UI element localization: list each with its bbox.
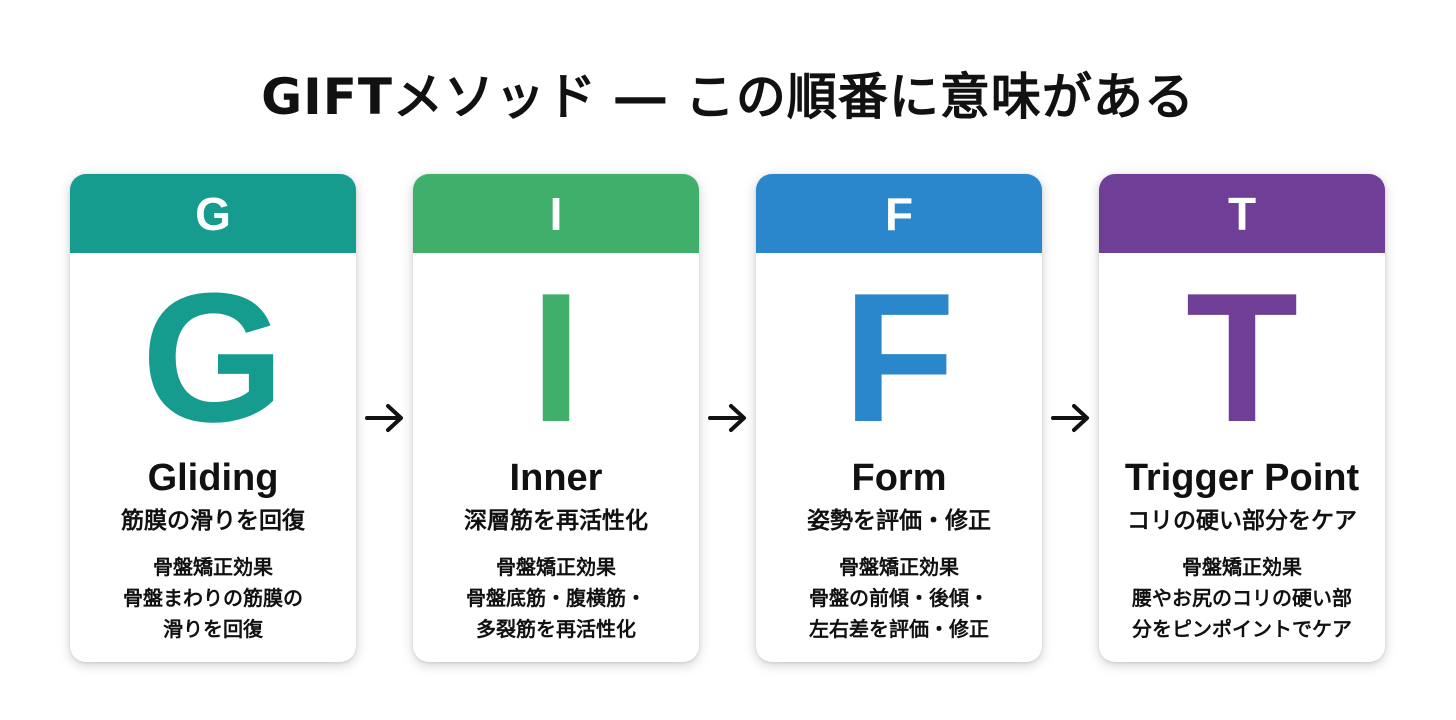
arrow-right-icon <box>365 404 403 432</box>
card-trigger-point: T T Trigger Point コリの硬い部分をケア 骨盤矯正効果 腰やお尻… <box>1099 174 1385 662</box>
card-term: Gliding <box>147 457 279 499</box>
effect-line: 骨盤底筋・腹横筋・ <box>466 586 646 610</box>
card-big-letter: T <box>1185 254 1299 460</box>
effect-line: 分をピンポイントでケア <box>1132 617 1352 641</box>
card-term: Trigger Point <box>1124 457 1360 499</box>
card-term: Form <box>851 457 947 499</box>
card-effect: 骨盤矯正効果 骨盤底筋・腹横筋・ 多裂筋を再活性化 <box>413 552 699 645</box>
effect-line: 滑りを回復 <box>163 617 263 641</box>
effect-line: 多裂筋を再活性化 <box>476 617 636 641</box>
effect-line: 骨盤矯正効果 <box>496 555 616 579</box>
effect-line: 腰やお尻のコリの硬い部 <box>1132 586 1352 610</box>
card-effect: 骨盤矯正効果 骨盤まわりの筋膜の 滑りを回復 <box>70 552 356 645</box>
card-header: T <box>1099 174 1385 253</box>
card-subtitle: 深層筋を再活性化 <box>464 508 648 534</box>
card-effect: 骨盤矯正効果 骨盤の前傾・後傾・ 左右差を評価・修正 <box>756 552 1042 645</box>
arrow-right-icon <box>708 404 746 432</box>
effect-line: 左右差を評価・修正 <box>809 617 989 641</box>
card-header: G <box>70 174 356 253</box>
arrow-right-icon <box>1051 404 1089 432</box>
card-effect: 骨盤矯正効果 腰やお尻のコリの硬い部 分をピンポイントでケア <box>1099 552 1385 645</box>
card-big-letter: I <box>530 254 582 460</box>
card-inner: I I Inner 深層筋を再活性化 骨盤矯正効果 骨盤底筋・腹横筋・ 多裂筋を… <box>413 174 699 662</box>
effect-line: 骨盤まわりの筋膜の <box>123 586 303 610</box>
card-header: F <box>756 174 1042 253</box>
page-title: GIFTメソッド ― この順番に意味がある <box>261 68 1195 126</box>
card-header: I <box>413 174 699 253</box>
effect-line: 骨盤矯正効果 <box>839 555 959 579</box>
card-gliding: G G Gliding 筋膜の滑りを回復 骨盤矯正効果 骨盤まわりの筋膜の 滑り… <box>70 174 356 662</box>
card-term: Inner <box>509 457 603 499</box>
effect-line: 骨盤矯正効果 <box>153 555 273 579</box>
card-form: F F Form 姿勢を評価・修正 骨盤矯正効果 骨盤の前傾・後傾・ 左右差を評… <box>756 174 1042 662</box>
effect-line: 骨盤の前傾・後傾・ <box>809 586 989 610</box>
card-subtitle: コリの硬い部分をケア <box>1127 508 1357 534</box>
card-big-letter: F <box>842 254 956 460</box>
card-big-letter: G <box>141 254 285 460</box>
card-subtitle: 姿勢を評価・修正 <box>807 508 991 534</box>
card-subtitle: 筋膜の滑りを回復 <box>121 508 305 534</box>
effect-line: 骨盤矯正効果 <box>1182 555 1302 579</box>
